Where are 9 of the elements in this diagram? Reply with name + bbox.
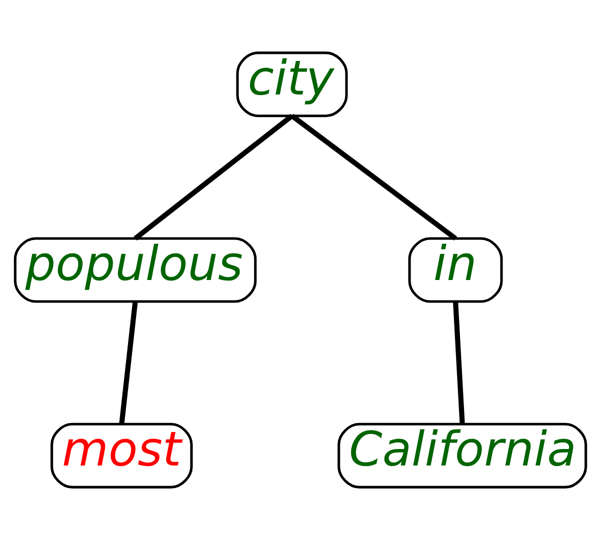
connector [134,113,294,240]
node-box: populous [14,236,257,302]
connector [119,300,138,424]
node-box: most [50,422,193,488]
node-box: city [236,51,348,117]
node-box: California [338,422,588,488]
node-box: in [408,236,503,302]
connector [452,300,465,424]
connector [290,113,458,240]
